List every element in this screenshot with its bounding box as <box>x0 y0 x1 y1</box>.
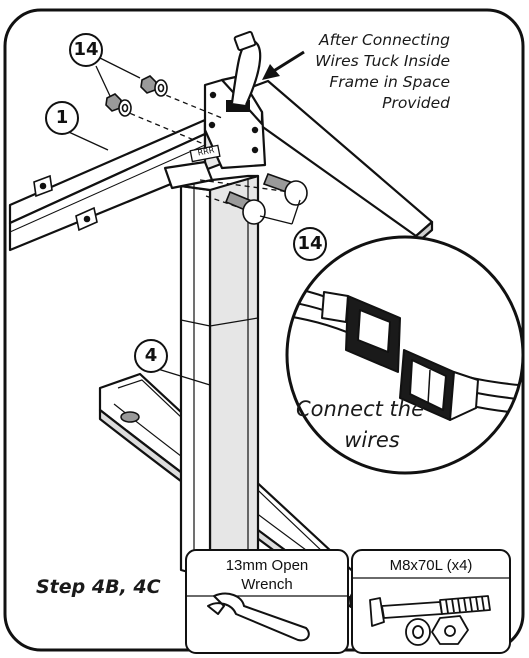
wrench-label-line-1: 13mm Open <box>225 557 309 574</box>
connect-line-2: wires <box>344 428 400 452</box>
callout-4: 4 <box>144 345 158 366</box>
note-arrow <box>262 50 305 80</box>
nuts-washers-top <box>105 75 168 117</box>
callout-14-top: 14 <box>73 39 99 60</box>
connect-wires-label: Connect the wires <box>292 394 442 456</box>
bolt-label: M8x70L (x4) <box>389 557 473 574</box>
bolt-icon <box>369 595 491 646</box>
callout-circle-14-bottom <box>293 227 327 261</box>
wire-connector <box>233 30 257 52</box>
callout-circle-14-top <box>69 33 103 67</box>
leveler-foot <box>120 411 140 423</box>
callout-14-bottom: 14 <box>297 233 323 254</box>
wrench-box <box>185 549 349 654</box>
wire-note-line-1: After Connecting <box>318 31 450 49</box>
bolts-bottom <box>224 172 308 225</box>
callout-circle-4 <box>134 339 168 373</box>
callout-1: 1 <box>55 107 69 128</box>
rail-tabs <box>33 174 98 232</box>
wire-connector-inset <box>285 235 525 475</box>
bolt-box <box>351 549 511 654</box>
label-plate <box>189 144 221 163</box>
callout-circle-1 <box>45 101 79 135</box>
wrench-icon <box>207 592 310 642</box>
wrench-label-line-2: Wrench <box>241 576 293 593</box>
step-label: Step 4B, 4C <box>36 576 161 598</box>
wire-note-line-3: Frame in Space <box>329 73 450 91</box>
wire-tuck-note: After Connecting Wires Tuck Inside Frame… <box>268 30 450 114</box>
bracket-holes <box>208 91 259 154</box>
wire-note-line-2: Wires Tuck Inside <box>315 52 450 70</box>
column-leg <box>179 174 260 580</box>
connect-line-1: Connect the <box>296 397 424 421</box>
wire-note-line-4: Provided <box>382 94 450 112</box>
